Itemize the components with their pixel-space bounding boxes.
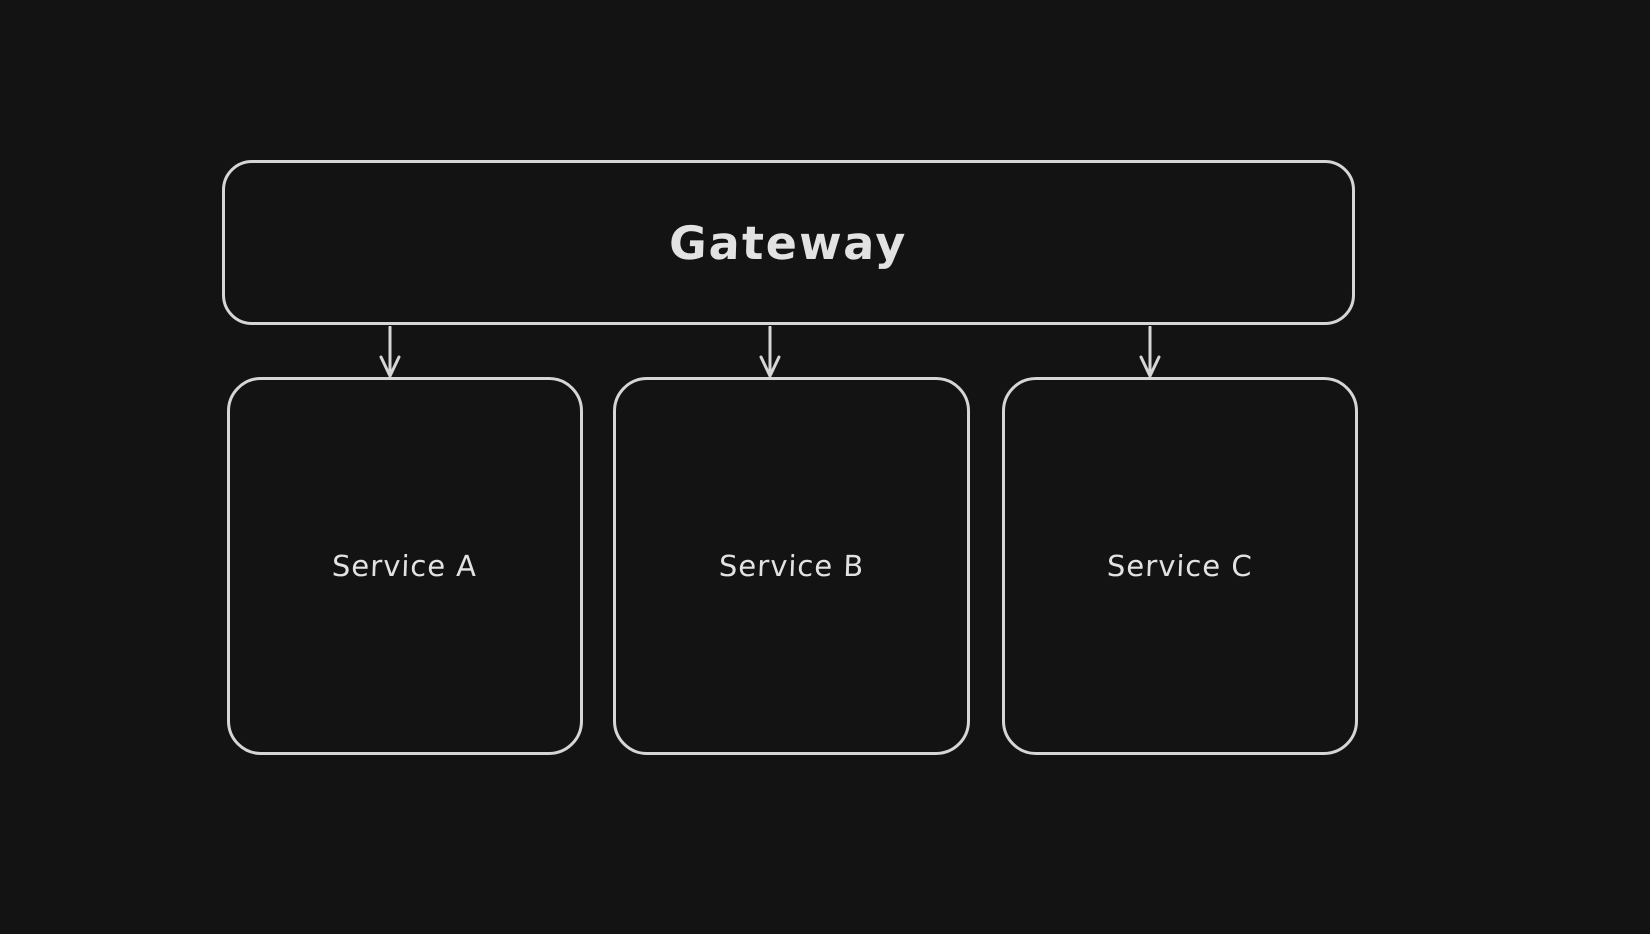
arrowhead <box>759 355 781 378</box>
node-service-c[interactable]: Service C <box>1002 377 1358 755</box>
edge-gateway-to-service-b[interactable] <box>756 326 784 378</box>
node-gateway-label: Gateway <box>668 215 909 270</box>
arrow-down-icon <box>1139 326 1161 378</box>
node-service-c-label: Service C <box>1106 549 1254 583</box>
arrow-down-icon <box>379 326 401 378</box>
arrow-down-icon <box>759 326 781 378</box>
edge-gateway-to-service-c[interactable] <box>1136 326 1164 378</box>
node-service-a[interactable]: Service A <box>227 377 583 755</box>
node-service-b-label: Service B <box>718 549 865 583</box>
edge-gateway-to-service-a[interactable] <box>376 326 404 378</box>
node-service-a-label: Service A <box>331 549 479 583</box>
arrowhead <box>379 355 401 378</box>
node-gateway[interactable]: Gateway <box>222 160 1355 325</box>
node-service-b[interactable]: Service B <box>613 377 970 755</box>
arrowhead <box>1139 355 1161 378</box>
